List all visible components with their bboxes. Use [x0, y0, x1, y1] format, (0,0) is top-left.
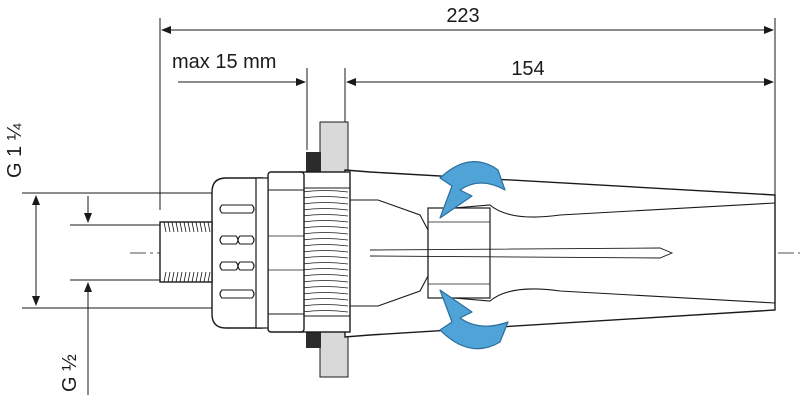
dimension-overall-length: 223: [159, 5, 776, 210]
thread-line: [301, 298, 349, 301]
outer-thread-label: G 1 ¼: [4, 123, 26, 178]
thread-line: [301, 262, 349, 265]
inlet-thread-line: [183, 221, 187, 233]
max-thickness-label: max 15 mm: [172, 51, 276, 73]
inlet-thread-line: [167, 271, 171, 283]
overall-length-label: 223: [446, 5, 479, 27]
inlet-thread-line: [175, 271, 179, 283]
inner-thread-label: G ½: [59, 354, 81, 392]
inlet-thread-line: [195, 221, 199, 233]
thread-line: [301, 208, 349, 211]
inlet-thread-line: [199, 271, 203, 283]
thread-line: [301, 292, 349, 295]
inlet-thread-line: [179, 271, 183, 283]
flow-arrow-bottom: [439, 289, 509, 350]
inlet-thread-line: [171, 221, 175, 233]
inlet-thread-line: [167, 221, 171, 233]
inlet-thread: [159, 221, 213, 283]
dimension-outer-thread: G 1 ¼: [4, 123, 230, 309]
inlet-thread-line: [163, 221, 167, 233]
inlet-thread-line: [175, 221, 179, 233]
inlet-thread-line: [195, 271, 199, 283]
threaded-sleeve: [299, 171, 351, 333]
thread-line: [301, 202, 349, 205]
thread-line: [301, 268, 349, 271]
thread-line: [301, 310, 349, 313]
thread-line: [301, 274, 349, 277]
dimension-inner-thread: G ½: [59, 196, 165, 395]
thread-line: [301, 190, 349, 193]
inlet-thread-line: [191, 221, 195, 233]
inlet-thread-line: [207, 221, 211, 233]
inlet-thread-line: [207, 271, 211, 283]
thread-line: [301, 232, 349, 235]
inlet-thread-line: [203, 221, 207, 233]
thread-line: [301, 220, 349, 223]
thread-line: [301, 256, 349, 259]
inlet-thread-line: [163, 271, 167, 283]
thread-line: [301, 286, 349, 289]
inlet-thread-line: [191, 271, 195, 283]
thread-line: [301, 280, 349, 283]
inlet-thread-line: [203, 271, 207, 283]
dimension-body-length: 154: [344, 58, 774, 150]
thread-line: [301, 196, 349, 199]
flow-arrow-top: [439, 161, 506, 219]
knurled-coupling: [211, 177, 269, 329]
inlet-thread-line: [187, 271, 191, 283]
thread-line: [301, 304, 349, 307]
inlet-thread-line: [199, 221, 203, 233]
body-length-label: 154: [511, 58, 544, 80]
inlet-thread-line: [187, 221, 191, 233]
nozzle-body: [344, 169, 776, 338]
thread-line: [301, 226, 349, 229]
thread-line: [301, 238, 349, 241]
dimension-max-thickness: max 15 mm: [172, 51, 308, 150]
thread-line: [301, 250, 349, 253]
thread-line: [301, 244, 349, 247]
inlet-thread-line: [179, 221, 183, 233]
hex-nut: [267, 171, 305, 333]
inlet-thread-line: [183, 271, 187, 283]
inlet-thread-line: [171, 271, 175, 283]
thread-line: [301, 214, 349, 217]
